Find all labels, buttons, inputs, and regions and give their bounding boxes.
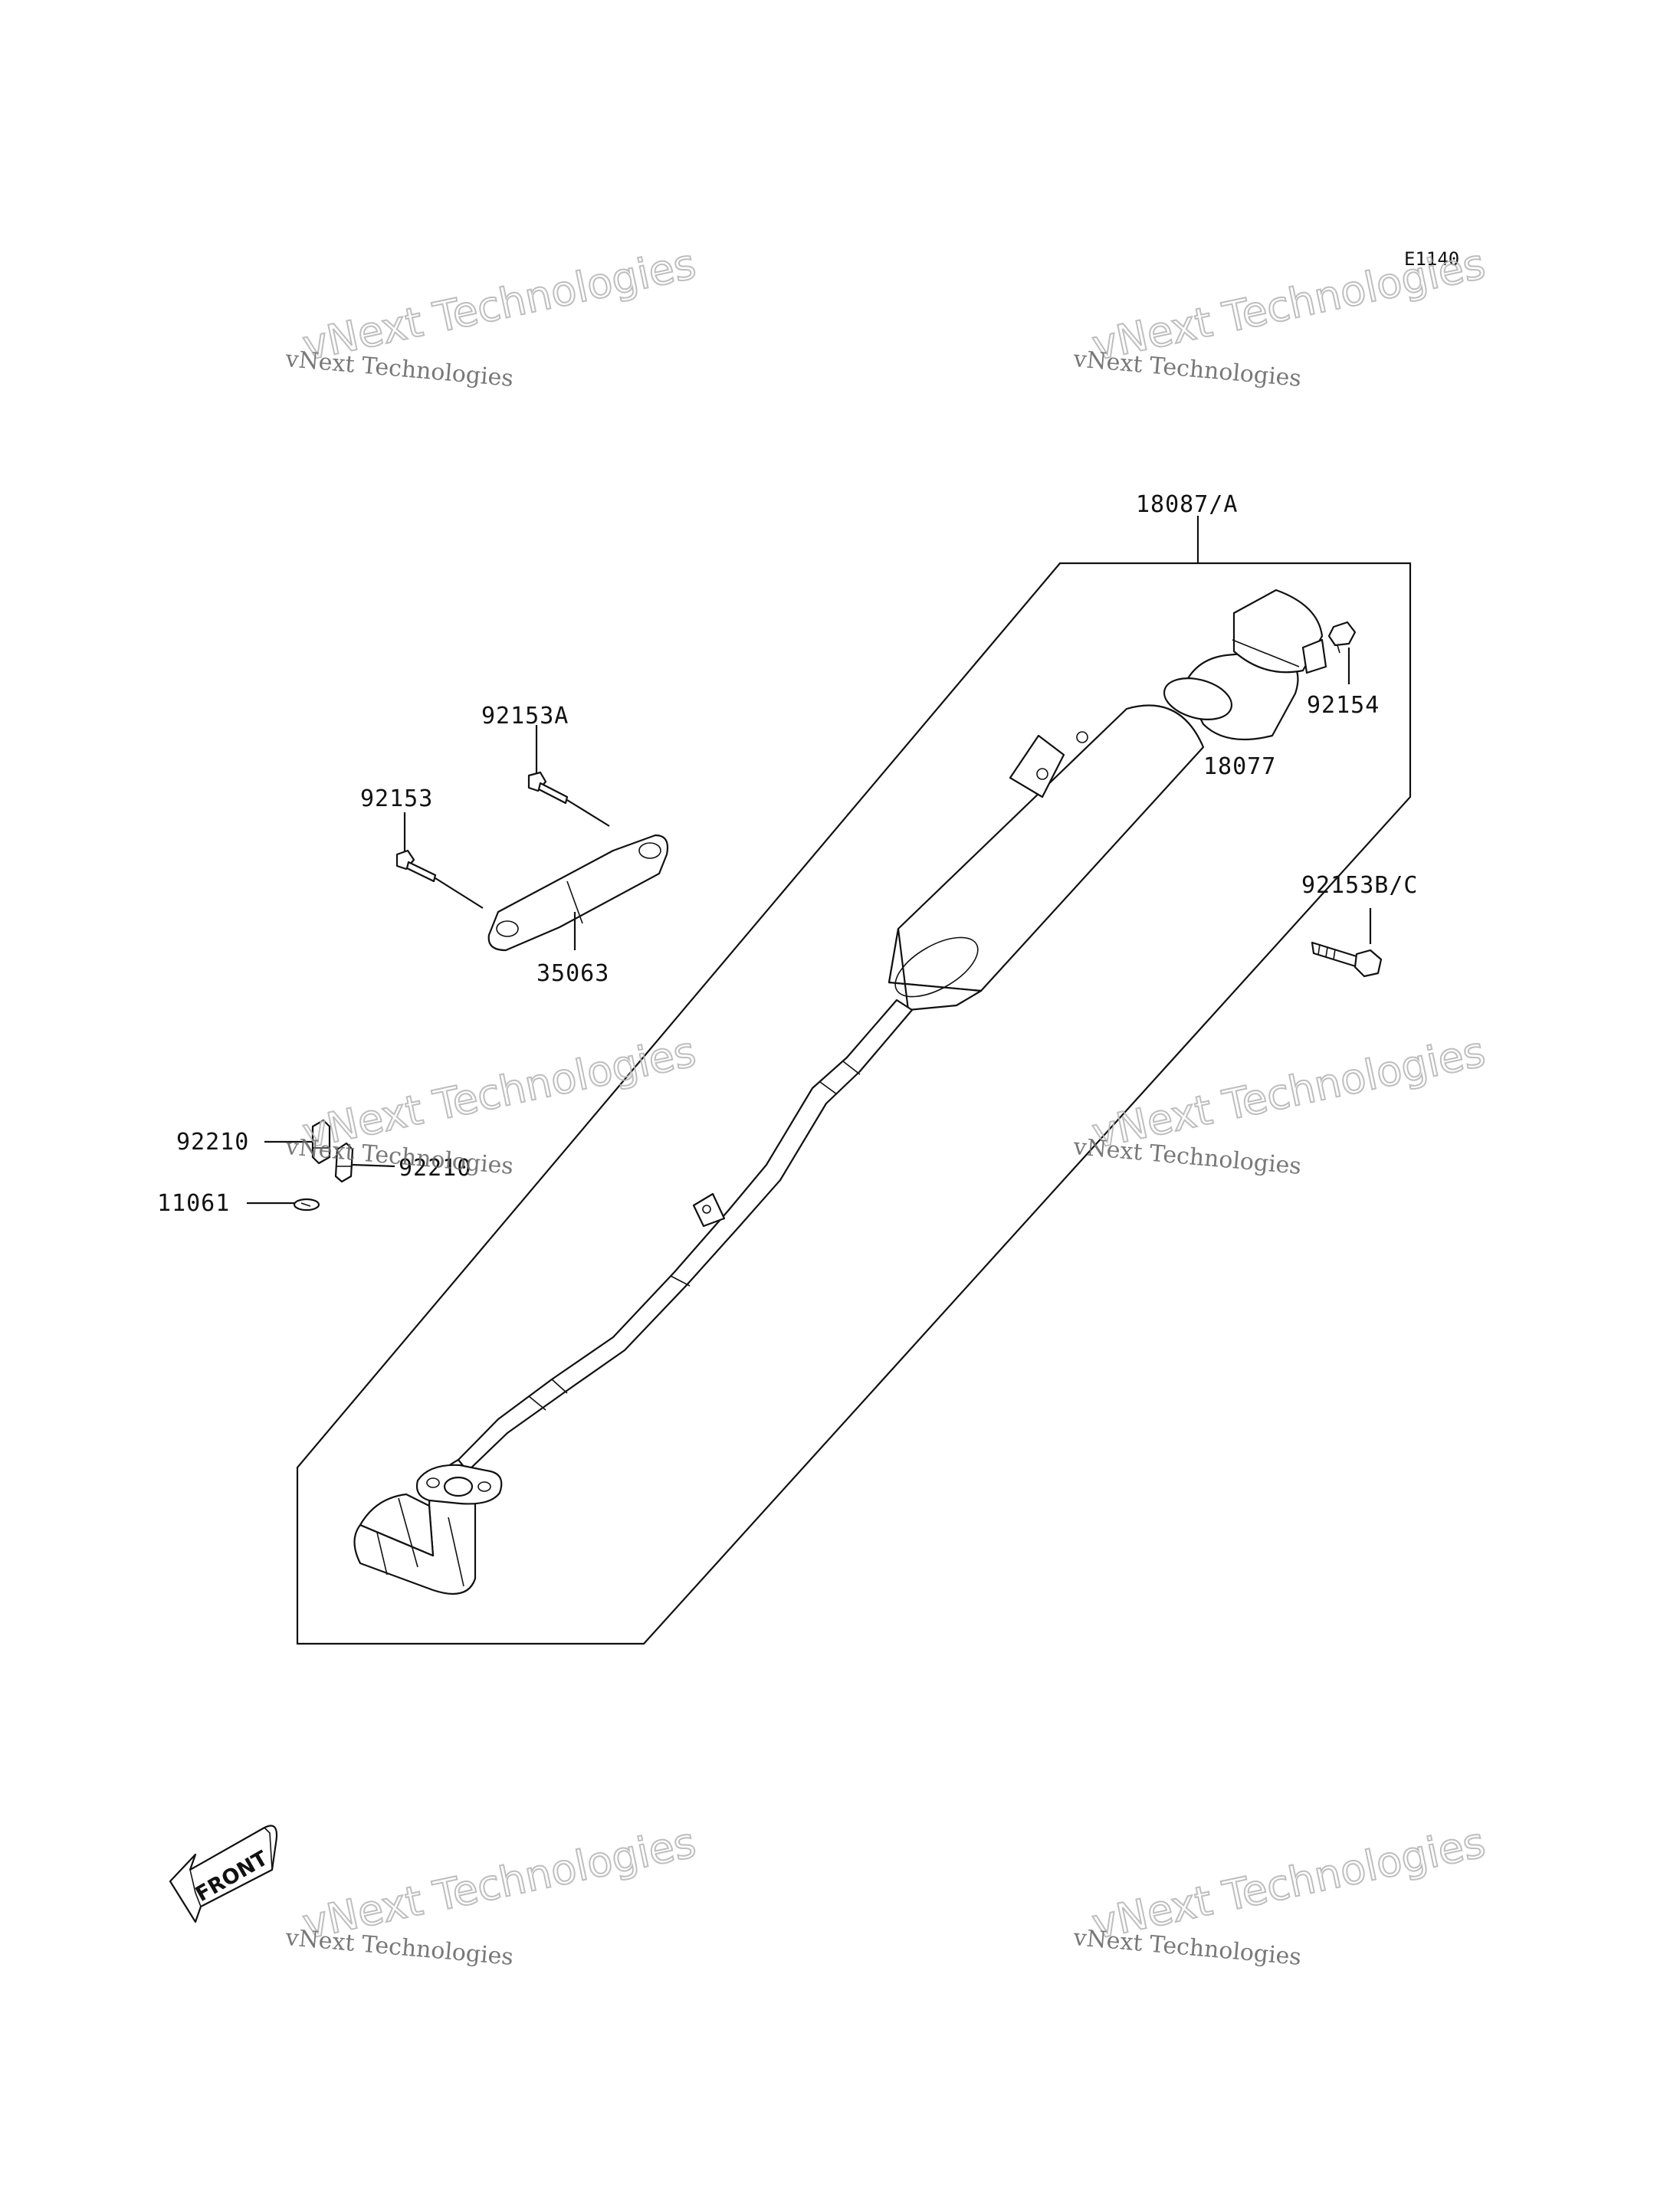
watermark-text: vNext Technologies: [1071, 1924, 1302, 1971]
watermark-text: vNext Technologies: [1088, 1818, 1490, 1949]
part-label-92154: 92154: [1307, 692, 1380, 719]
watermark-top-left: vNext Technologies vNext Technologies: [284, 239, 701, 392]
watermark-text: vNext Technologies: [299, 240, 701, 370]
bolt-92153bc[interactable]: [1311, 908, 1383, 978]
part-label-92210-b: 92210: [399, 1155, 471, 1182]
bolt-92153a[interactable]: [527, 725, 610, 827]
watermark-text: vNext Technologies: [1088, 240, 1490, 370]
watermark-mid-right: vNext Technologies vNext Technologies: [1071, 1027, 1490, 1180]
watermark-text: vNext Technologies: [1071, 1133, 1302, 1180]
bracket-35063[interactable]: [487, 834, 669, 952]
watermark-mid-left: vNext Technologies vNext Technologies: [284, 1027, 701, 1180]
part-label-92153a: 92153A: [481, 703, 569, 730]
watermark-text: vNext Technologies: [284, 1924, 514, 1971]
part-label-35063: 35063: [536, 960, 609, 987]
watermark-bottom-right: vNext Technologies vNext Technologies: [1071, 1818, 1490, 1971]
watermark-text: vNext Technologies: [299, 1818, 701, 1949]
clips-and-gasket[interactable]: [247, 1119, 395, 1212]
watermark-top-right: vNext Technologies vNext Technologies: [1071, 239, 1490, 392]
part-label-18087: 18087/A: [1136, 491, 1238, 518]
watermark-text: vNext Technologies: [1071, 346, 1302, 392]
part-label-92153: 92153: [360, 785, 433, 812]
diagram-code: E1140: [1404, 248, 1459, 270]
front-arrow-icon: FRONT: [169, 1825, 278, 1923]
watermark-text: vNext Technologies: [299, 1028, 701, 1158]
bolt-92153[interactable]: [395, 812, 484, 909]
part-label-11061: 11061: [157, 1190, 230, 1217]
part-label-92210-a: 92210: [176, 1129, 249, 1156]
exhaust-pipe[interactable]: [353, 998, 914, 1595]
assembly-outline: [296, 516, 1412, 1645]
watermark-text: vNext Technologies: [284, 346, 514, 392]
watermark-bottom-left: vNext Technologies vNext Technologies: [284, 1818, 701, 1971]
part-label-92153bc: 92153B/C: [1301, 872, 1419, 899]
muffler[interactable]: [886, 704, 1205, 1012]
bolt-92154[interactable]: [1327, 621, 1357, 684]
part-label-18077: 18077: [1203, 753, 1276, 780]
tail-cap[interactable]: [1160, 589, 1327, 741]
watermark-text: vNext Technologies: [1088, 1028, 1490, 1158]
